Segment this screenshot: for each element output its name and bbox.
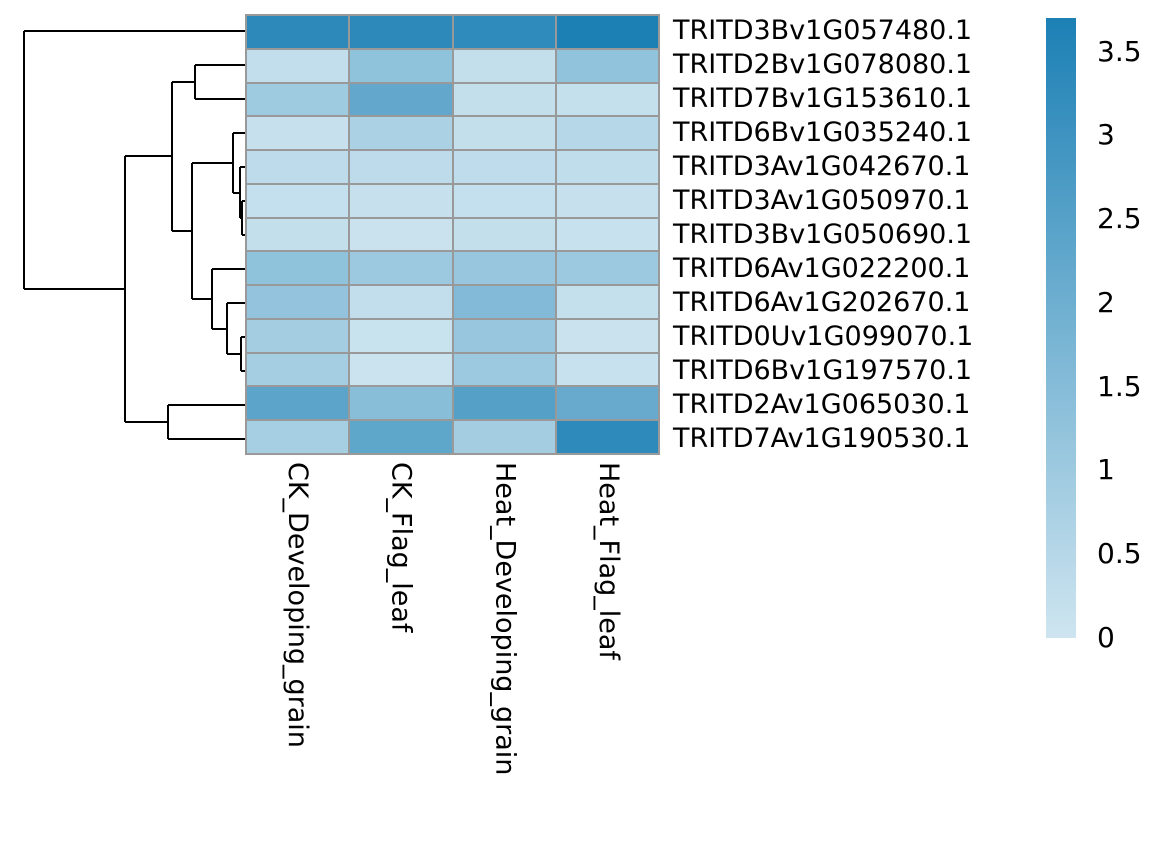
column-label: Heat_Flag_leaf — [593, 462, 625, 660]
row-label: TRITD3Av1G050970.1 — [673, 185, 971, 217]
legend-tick-label: 2 — [1097, 285, 1115, 319]
heatmap-cell — [247, 49, 349, 82]
heatmap-cell — [350, 151, 452, 183]
heatmap-cell — [247, 16, 349, 48]
heatmap-cell — [556, 184, 658, 217]
heatmap-cell — [556, 49, 658, 82]
heatmap-cell — [556, 387, 658, 420]
color-scale-legend — [1046, 18, 1076, 638]
legend-tick-label: 0 — [1097, 621, 1115, 654]
heatmap-cell — [556, 353, 658, 386]
heatmap-cell — [556, 16, 658, 48]
row-label: TRITD2Av1G065030.1 — [673, 388, 971, 420]
heatmap-cell — [350, 319, 452, 352]
heatmap-cell — [556, 252, 658, 285]
row-label: TRITD6Bv1G197570.1 — [673, 354, 973, 386]
heatmap-cell — [556, 83, 658, 116]
heatmap-cell — [350, 49, 452, 82]
heatmap-cell — [453, 151, 555, 183]
heatmap-cell — [453, 49, 555, 82]
legend-tick-label: 0.5 — [1097, 537, 1142, 571]
heatmap-grid — [245, 14, 660, 455]
heatmap-cell — [350, 184, 452, 217]
heatmap-cell — [350, 387, 452, 420]
legend-tick-label: 3 — [1097, 118, 1115, 152]
heatmap-cell — [350, 286, 452, 318]
heatmap-cell — [247, 319, 349, 352]
row-label: TRITD0Uv1G099070.1 — [673, 320, 974, 352]
row-label: TRITD6Av1G202670.1 — [673, 286, 971, 318]
heatmap-cell — [556, 286, 658, 318]
heatmap-cell — [350, 353, 452, 386]
heatmap-cell — [247, 421, 349, 453]
heatmap-cell — [247, 151, 349, 183]
heatmap-cell — [556, 117, 658, 150]
column-label: CK_Flag_leaf — [385, 462, 417, 633]
heatmap-cell — [453, 353, 555, 386]
heatmap-cell — [453, 319, 555, 352]
heatmap-cell — [247, 83, 349, 116]
heatmap-cell — [247, 387, 349, 420]
heatmap-cell — [453, 83, 555, 116]
legend-tick-label: 1.5 — [1097, 369, 1142, 403]
legend-tick-label: 2.5 — [1097, 202, 1142, 236]
row-label: TRITD3Av1G042670.1 — [673, 151, 971, 183]
heatmap-cell — [247, 218, 349, 251]
legend-tick-label: 3.5 — [1097, 34, 1142, 68]
heatmap-cell — [556, 151, 658, 183]
heatmap-cell — [453, 117, 555, 150]
heatmap-cell — [247, 252, 349, 285]
heatmap-cell — [453, 286, 555, 318]
heatmap-cell — [350, 421, 452, 453]
legend-tick-label: 1 — [1097, 453, 1115, 487]
heatmap-cell — [453, 421, 555, 453]
heatmap-cell — [453, 387, 555, 420]
column-label: Heat_Developing_grain — [489, 462, 521, 776]
row-label: TRITD7Av1G190530.1 — [673, 422, 971, 454]
heatmap-cell — [453, 252, 555, 285]
heatmap-cell — [350, 218, 452, 251]
heatmap-cell — [453, 16, 555, 48]
heatmap-cell — [556, 319, 658, 352]
row-label: TRITD7Bv1G153610.1 — [673, 83, 973, 115]
column-label: CK_Developing_grain — [281, 462, 313, 748]
heatmap-cell — [247, 286, 349, 318]
row-label: TRITD3Bv1G050690.1 — [673, 218, 973, 250]
row-dendrogram — [23, 30, 245, 440]
heatmap-cell — [350, 117, 452, 150]
heatmap-cell — [453, 184, 555, 217]
heatmap-cell — [453, 218, 555, 251]
heatmap-cell — [350, 252, 452, 285]
row-label: TRITD3Bv1G057480.1 — [673, 15, 973, 47]
row-label: TRITD6Av1G022200.1 — [673, 252, 971, 284]
row-label: TRITD2Bv1G078080.1 — [673, 49, 973, 81]
heatmap-cell — [247, 117, 349, 150]
heatmap-cell — [350, 16, 452, 48]
heatmap-cell — [247, 353, 349, 386]
heatmap-cell — [556, 218, 658, 251]
heatmap-cell — [556, 421, 658, 453]
heatmap-cell — [247, 184, 349, 217]
row-label: TRITD6Bv1G035240.1 — [673, 117, 973, 149]
heatmap-cell — [350, 83, 452, 116]
